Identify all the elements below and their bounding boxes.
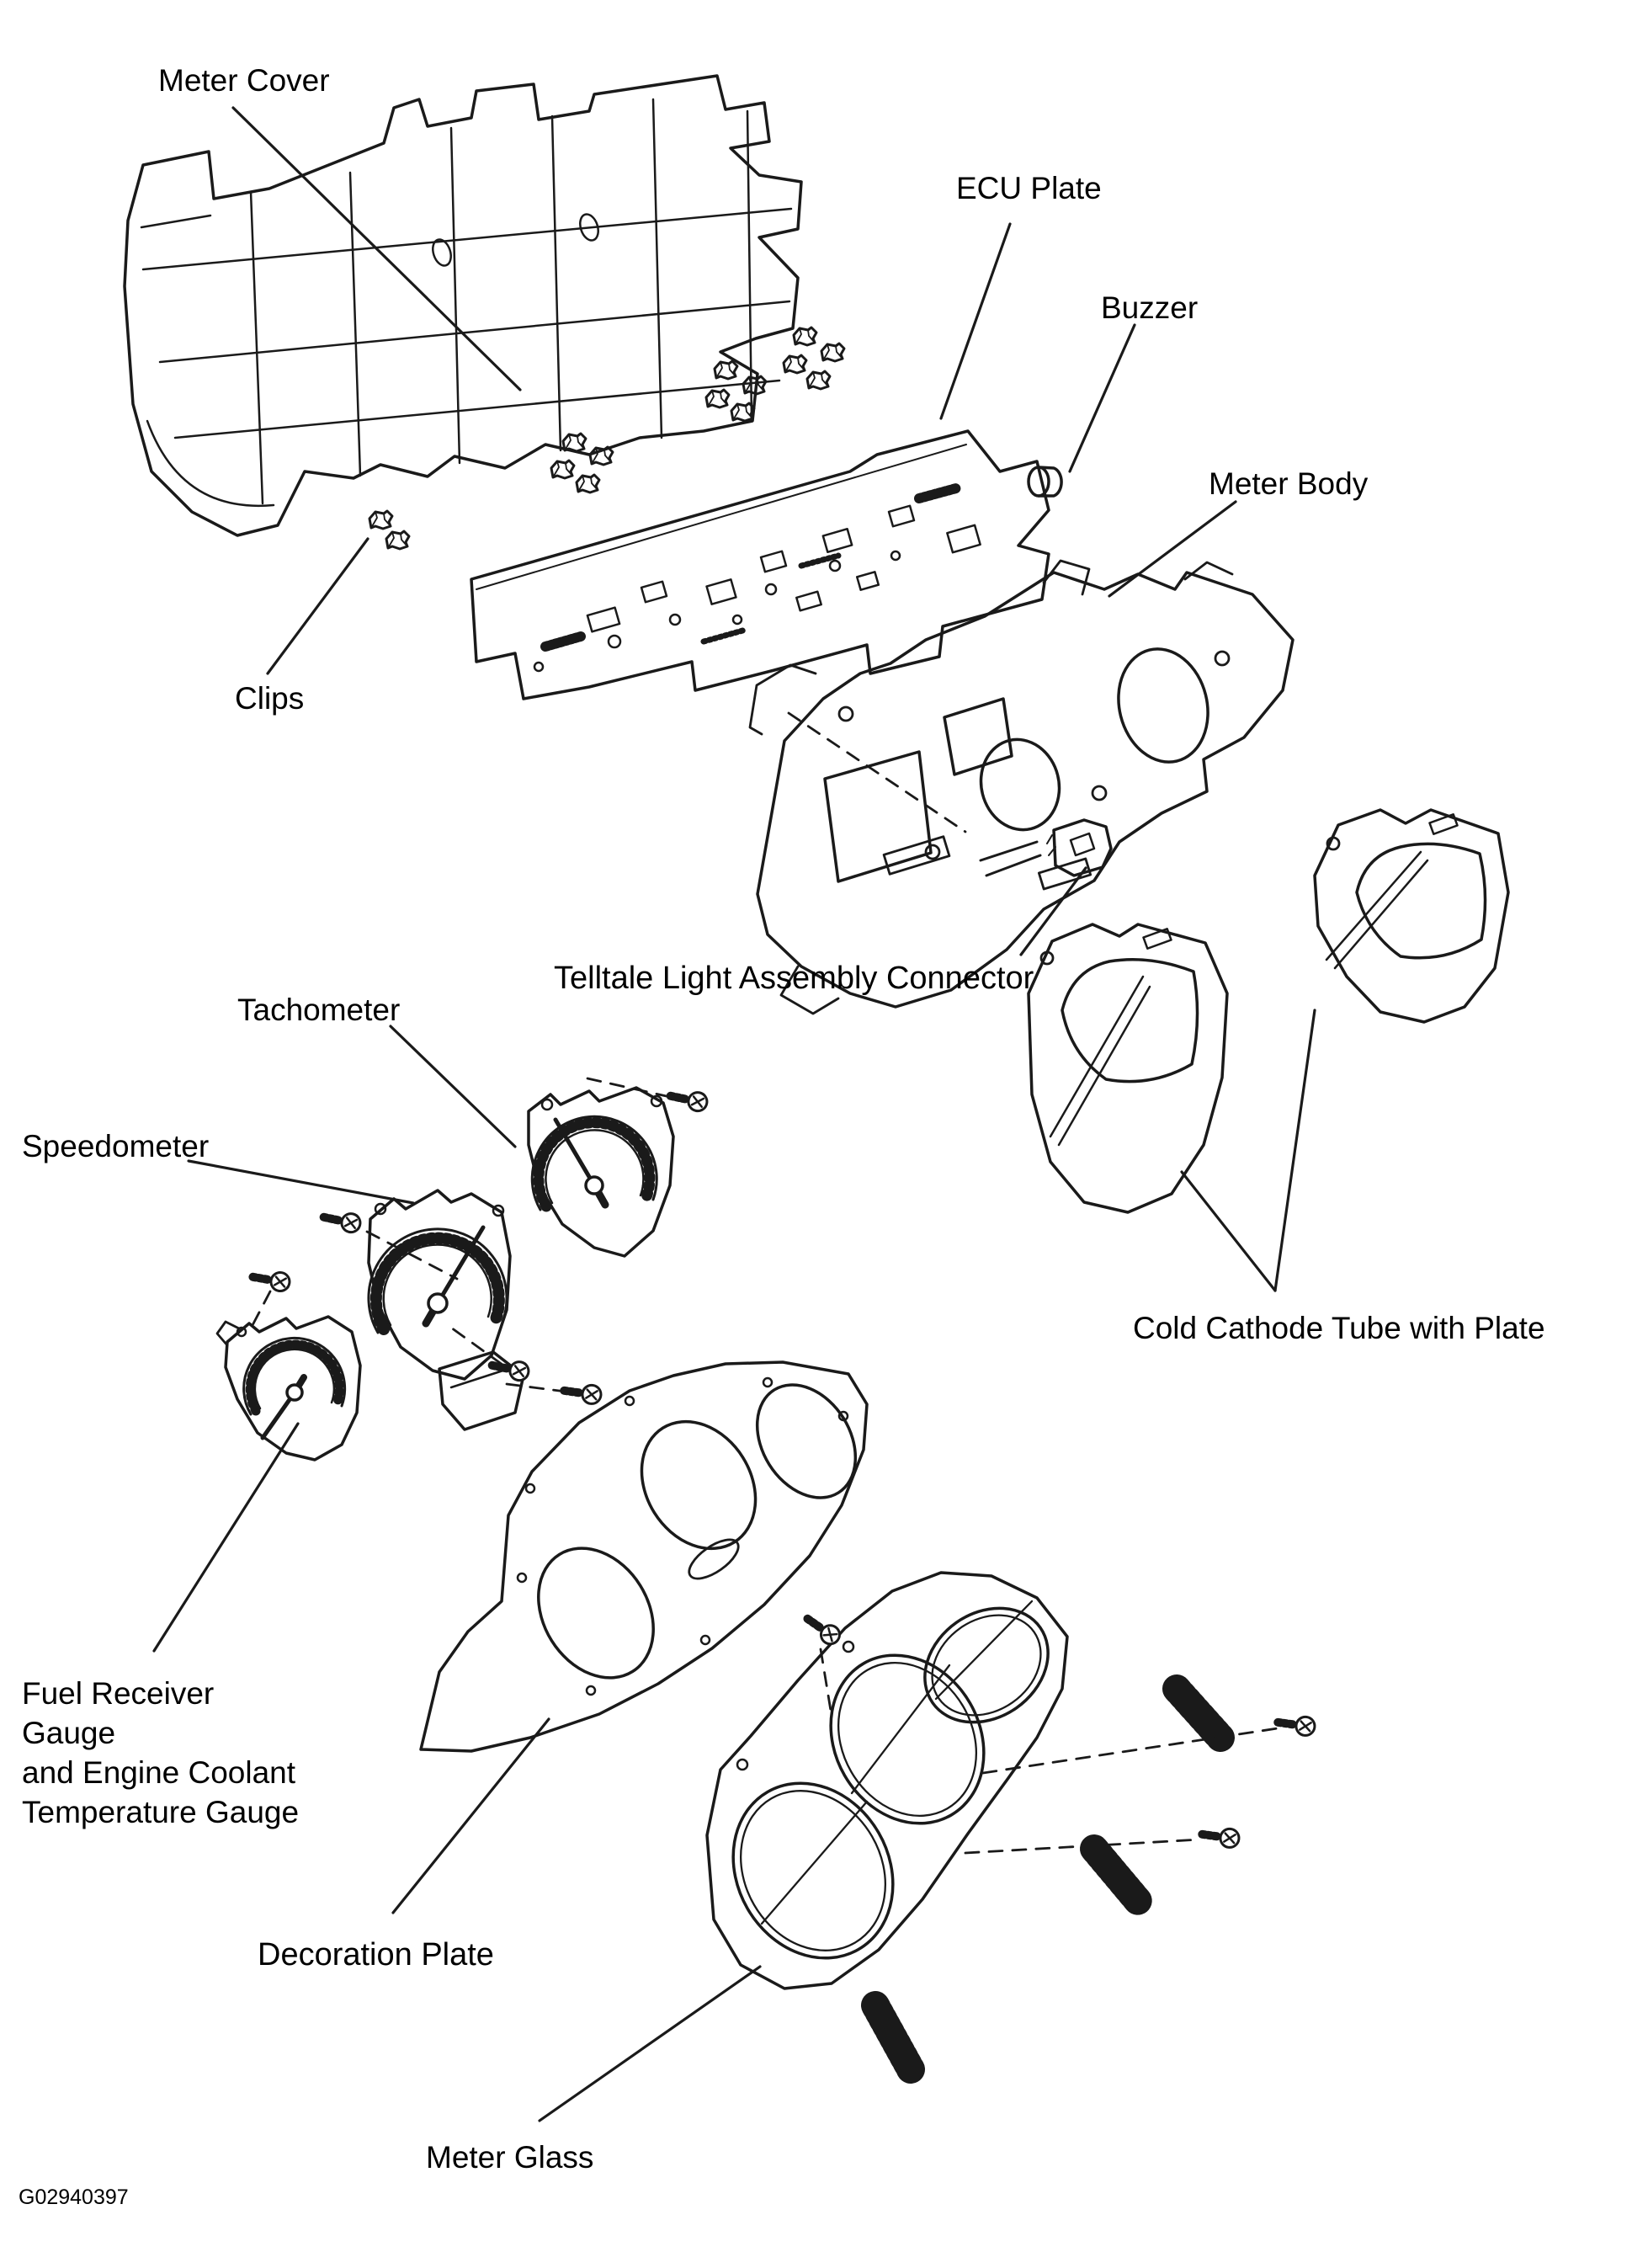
label-meter-glass: Meter Glass	[426, 2140, 594, 2175]
assembly-dashed-lines	[250, 711, 1279, 1855]
leader-meter-glass	[538, 1965, 762, 2122]
leader-cold-cathode-1	[1180, 1170, 1277, 1292]
leader-clips	[266, 537, 369, 675]
decoration-plate-drawing	[419, 1360, 869, 1753]
figure-code: G02940397	[19, 2185, 129, 2209]
fuel-temp-gauge-drawing	[215, 1315, 362, 1461]
leader-buzzer	[1068, 323, 1136, 473]
speedometer-drawing	[367, 1189, 525, 1431]
leader-decoration-plate	[391, 1717, 550, 1914]
meter-glass-drawing	[705, 1571, 1235, 2084]
cold-cathode-plate-lower-drawing	[1027, 923, 1229, 1214]
meter-cover-drawing	[123, 74, 803, 537]
buzzer-drawing	[1027, 466, 1063, 498]
label-meter-body: Meter Body	[1209, 466, 1369, 501]
label-meter-cover: Meter Cover	[158, 63, 330, 98]
leader-ecu-plate	[939, 222, 1012, 420]
label-tachometer: Tachometer	[237, 993, 401, 1027]
leader-tachometer	[389, 1025, 517, 1148]
clips-drawing	[368, 326, 846, 551]
cold-cathode-plate-upper-drawing	[1313, 808, 1510, 1024]
leader-telltale	[1019, 866, 1087, 956]
label-buzzer: Buzzer	[1101, 290, 1199, 325]
leader-fuel-gauge	[152, 1422, 300, 1653]
label-fuel-line-2: and Engine Coolant	[22, 1755, 296, 1790]
label-fuel-line-1: Fuel Receiver Gauge	[22, 1676, 215, 1750]
leader-meter-body	[1108, 500, 1237, 598]
label-speedometer: Speedometer	[22, 1129, 210, 1163]
ecu-plate-drawing	[470, 429, 1050, 700]
label-fuel-temp-gauge: Fuel Receiver Gauge and Engine Coolant T…	[22, 1674, 308, 1832]
leader-meter-cover	[231, 106, 522, 391]
meter-body-drawing	[748, 559, 1294, 1015]
label-decoration-plate: Decoration Plate	[258, 1937, 494, 1973]
leader-lines	[152, 106, 1316, 2122]
label-ecu-plate: ECU Plate	[956, 171, 1102, 205]
leader-speedometer	[187, 1159, 415, 1205]
label-telltale-connector: Telltale Light Assembly Connector	[554, 961, 1034, 996]
label-clips: Clips	[235, 681, 305, 716]
tachometer-drawing	[527, 1086, 675, 1258]
label-fuel-line-3: Temperature Gauge	[22, 1795, 300, 1829]
label-cold-cathode: Cold Cathode Tube with Plate	[1133, 1311, 1545, 1345]
telltale-connector-drawing	[979, 818, 1113, 877]
leader-cold-cathode-2	[1273, 1009, 1316, 1292]
